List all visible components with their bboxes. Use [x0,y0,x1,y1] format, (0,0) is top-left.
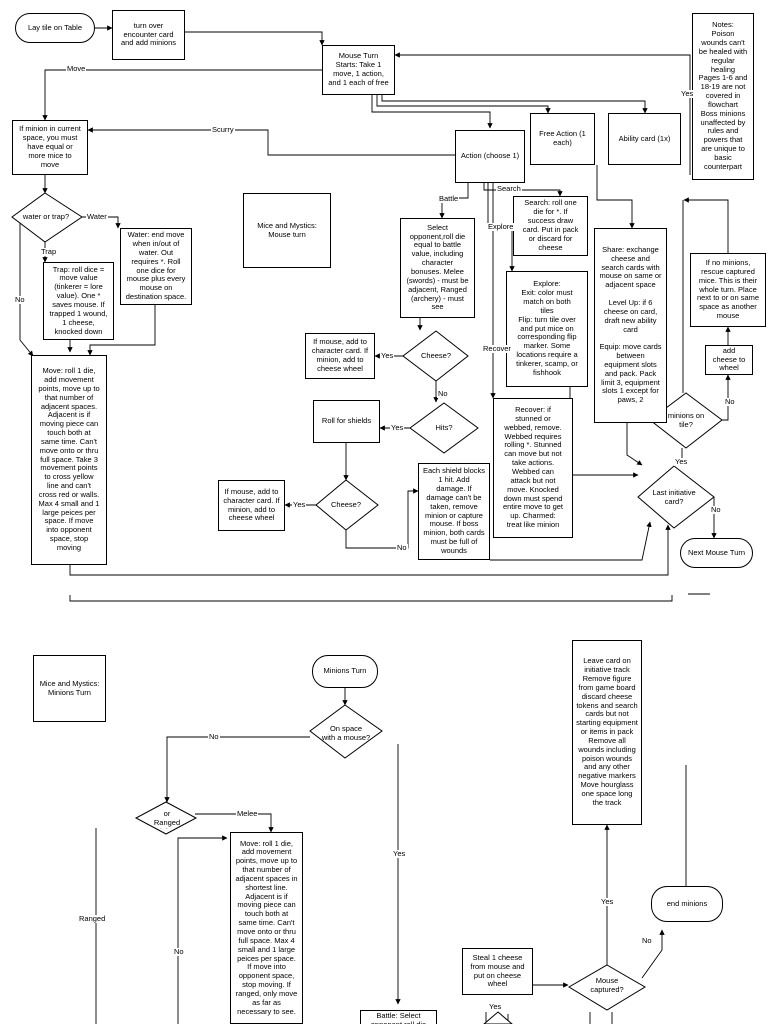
edge-label-yes-hits: Yes [390,423,405,432]
diamond-on-space [309,704,383,759]
edge-label-no-on-space: No [208,732,220,741]
edge-no-bottom [177,835,228,1024]
next-mouse-turn-terminal: Next Mouse Turn [680,538,753,568]
edge-label-no-cheese1: No [437,389,449,398]
edge-melee [195,813,274,833]
shield-blocks-box: Each shield blocks 1 hit. Add damage. If… [418,463,490,560]
edge-label-trap: Trap [40,247,58,256]
edge-label-yes-minions-on-tile: Yes [674,457,689,466]
last-initiative-label: Last initiative card? [652,488,696,506]
on-space-label: On space with a mouse? [321,724,371,742]
edge-label-no-minions-on-tile: No [724,397,736,406]
battle-minion-box: Battle: Select opponent,roll die equal t… [360,1010,437,1024]
edge-label-move: Move [66,64,87,73]
mouse-turn-title: Mice and Mystics: Mouse turn [243,193,331,268]
edge-captured-no [641,929,665,979]
share-levelup-equip-box: Share: exchange cheese and search cards … [594,228,667,423]
roll-for-shields-box: Roll for shields [313,400,380,443]
edge-share-last [626,423,643,466]
edge-label-ranged: Ranged [78,914,107,923]
minions-turn-terminal: Minions Turn [312,655,378,688]
cheese-mouse-add-box-2: If mouse, add to character card. If mini… [218,480,285,531]
edge-search [483,183,563,197]
edge-label-yes-cheese1: Yes [380,351,395,360]
edge-label-yes-notes: Yes [680,89,695,98]
rescue-captured-box: If no minions, rescue captured mice. Thi… [690,253,766,327]
notes-box: Notes: Poison wounds can't be healed wit… [692,13,754,180]
edge-scurry [87,127,455,156]
water-box: Water: end move when in/out of water. Ou… [120,228,192,305]
edge-label-yes-steal: Yes [488,1002,503,1011]
edge-onspace-no [164,736,310,803]
end-minions-terminal: end minions [651,886,723,922]
diamond-cheese-2 [315,479,379,531]
mouse-turn-box: Mouse Turn Starts: Take 1 move, 1 action… [322,45,395,95]
edge-label-recover: Recover [482,344,512,353]
select-opponent-box: Select opponent,roll die equal to battle… [400,218,475,318]
edge-mouseturn-free [376,95,551,114]
edge-no-wt [19,220,34,357]
diamond-partial-bottom [483,1011,513,1024]
edge-label-no-last-initiative: No [710,505,722,514]
edge-label-yes-on-space: Yes [392,849,407,858]
minions-turn-title: Mice and Mystics: Minions Turn [33,655,106,722]
edge-move-last [69,524,671,576]
edge-label-scurry: Scurry [211,125,235,134]
edge-mouseturn-action [371,95,493,129]
cheese-mouse-add-box-1: If mouse, add to character card. If mini… [305,333,375,379]
if-minion-box: If minion in current space, you must hav… [12,120,88,175]
minions-on-tile-label: minions on tile? [667,411,705,429]
hits-label: Hits? [435,422,453,432]
leave-card-box: Leave card on initiative track Remove fi… [572,640,642,825]
edge-label-explore: Explore [487,222,515,231]
search-box: Search: roll one die for *. If success d… [513,196,588,256]
edge-label-yes-leave: Yes [600,897,615,906]
edge-move [42,69,322,121]
edge-label-search: Search [496,184,522,193]
edge-mot-no [722,374,731,421]
bracket-line [69,595,673,602]
cheese-label-2: Cheese? [330,499,362,509]
diamond-water-trap [11,192,83,243]
edge-label-battle: Battle [438,194,460,203]
edge-label-yes-cheese2: Yes [292,500,307,509]
trap-box: Trap: roll dice = move value (tinkerer =… [43,262,114,340]
edge-label-no-bottom: No [173,947,185,956]
edge-free-share [596,165,635,229]
edge-label-no-cheese2: No [396,543,408,552]
edge-cheese2-no [345,488,419,549]
start-lay-tile: Lay tile on Table [15,13,95,43]
edge-mouseturn-ability [381,95,648,114]
diamond-cheese-1 [402,330,469,382]
action-choose-box: Action (choose 1) [455,130,525,183]
cheese-label-1: Cheese? [420,350,452,360]
diamond-hits [409,402,479,454]
edge-norescue-up [683,197,729,253]
melee-ranged-label: Melee Minion or Ranged Minion? [145,809,190,829]
ability-card-box: Ability card (1x) [608,113,681,165]
free-action-box: Free Action (1 each) [530,113,595,165]
edge-water-move [87,305,156,356]
mouse-move-box: Move: roll 1 die, add movement points, m… [31,355,107,565]
edge-label-no-watertrap: No [14,295,26,304]
edge-label-no-captured: No [641,936,653,945]
edge-label-melee: Melee [236,809,259,818]
steal-cheese-box: Steal 1 cheese from mouse and put on che… [462,948,533,995]
add-cheese-wheel-box: add cheese to wheel [705,345,753,375]
water-or-trap-label: water or trap? [22,211,70,221]
edge-label-water: Water [86,212,108,221]
edge-turnover-to-mouseturn [185,31,325,46]
explore-box: Explore: Exit: color must match on both … [506,271,588,387]
recover-box: Recover: if stunned or webbed, remove. W… [493,398,573,538]
mouse-captured-label: Mouse captured? [590,976,624,994]
minion-move-box: Move: roll 1 die, add movement points, m… [230,832,303,1024]
edge-shield-last [490,521,652,561]
edge-notes-yes [394,52,691,175]
turn-over-encounter-box: turn over encounter card and add minions [112,10,185,60]
diamond-last-initiative [637,465,715,529]
diamond-captured [568,964,646,1011]
diamond-melee-ranged [134,801,198,835]
